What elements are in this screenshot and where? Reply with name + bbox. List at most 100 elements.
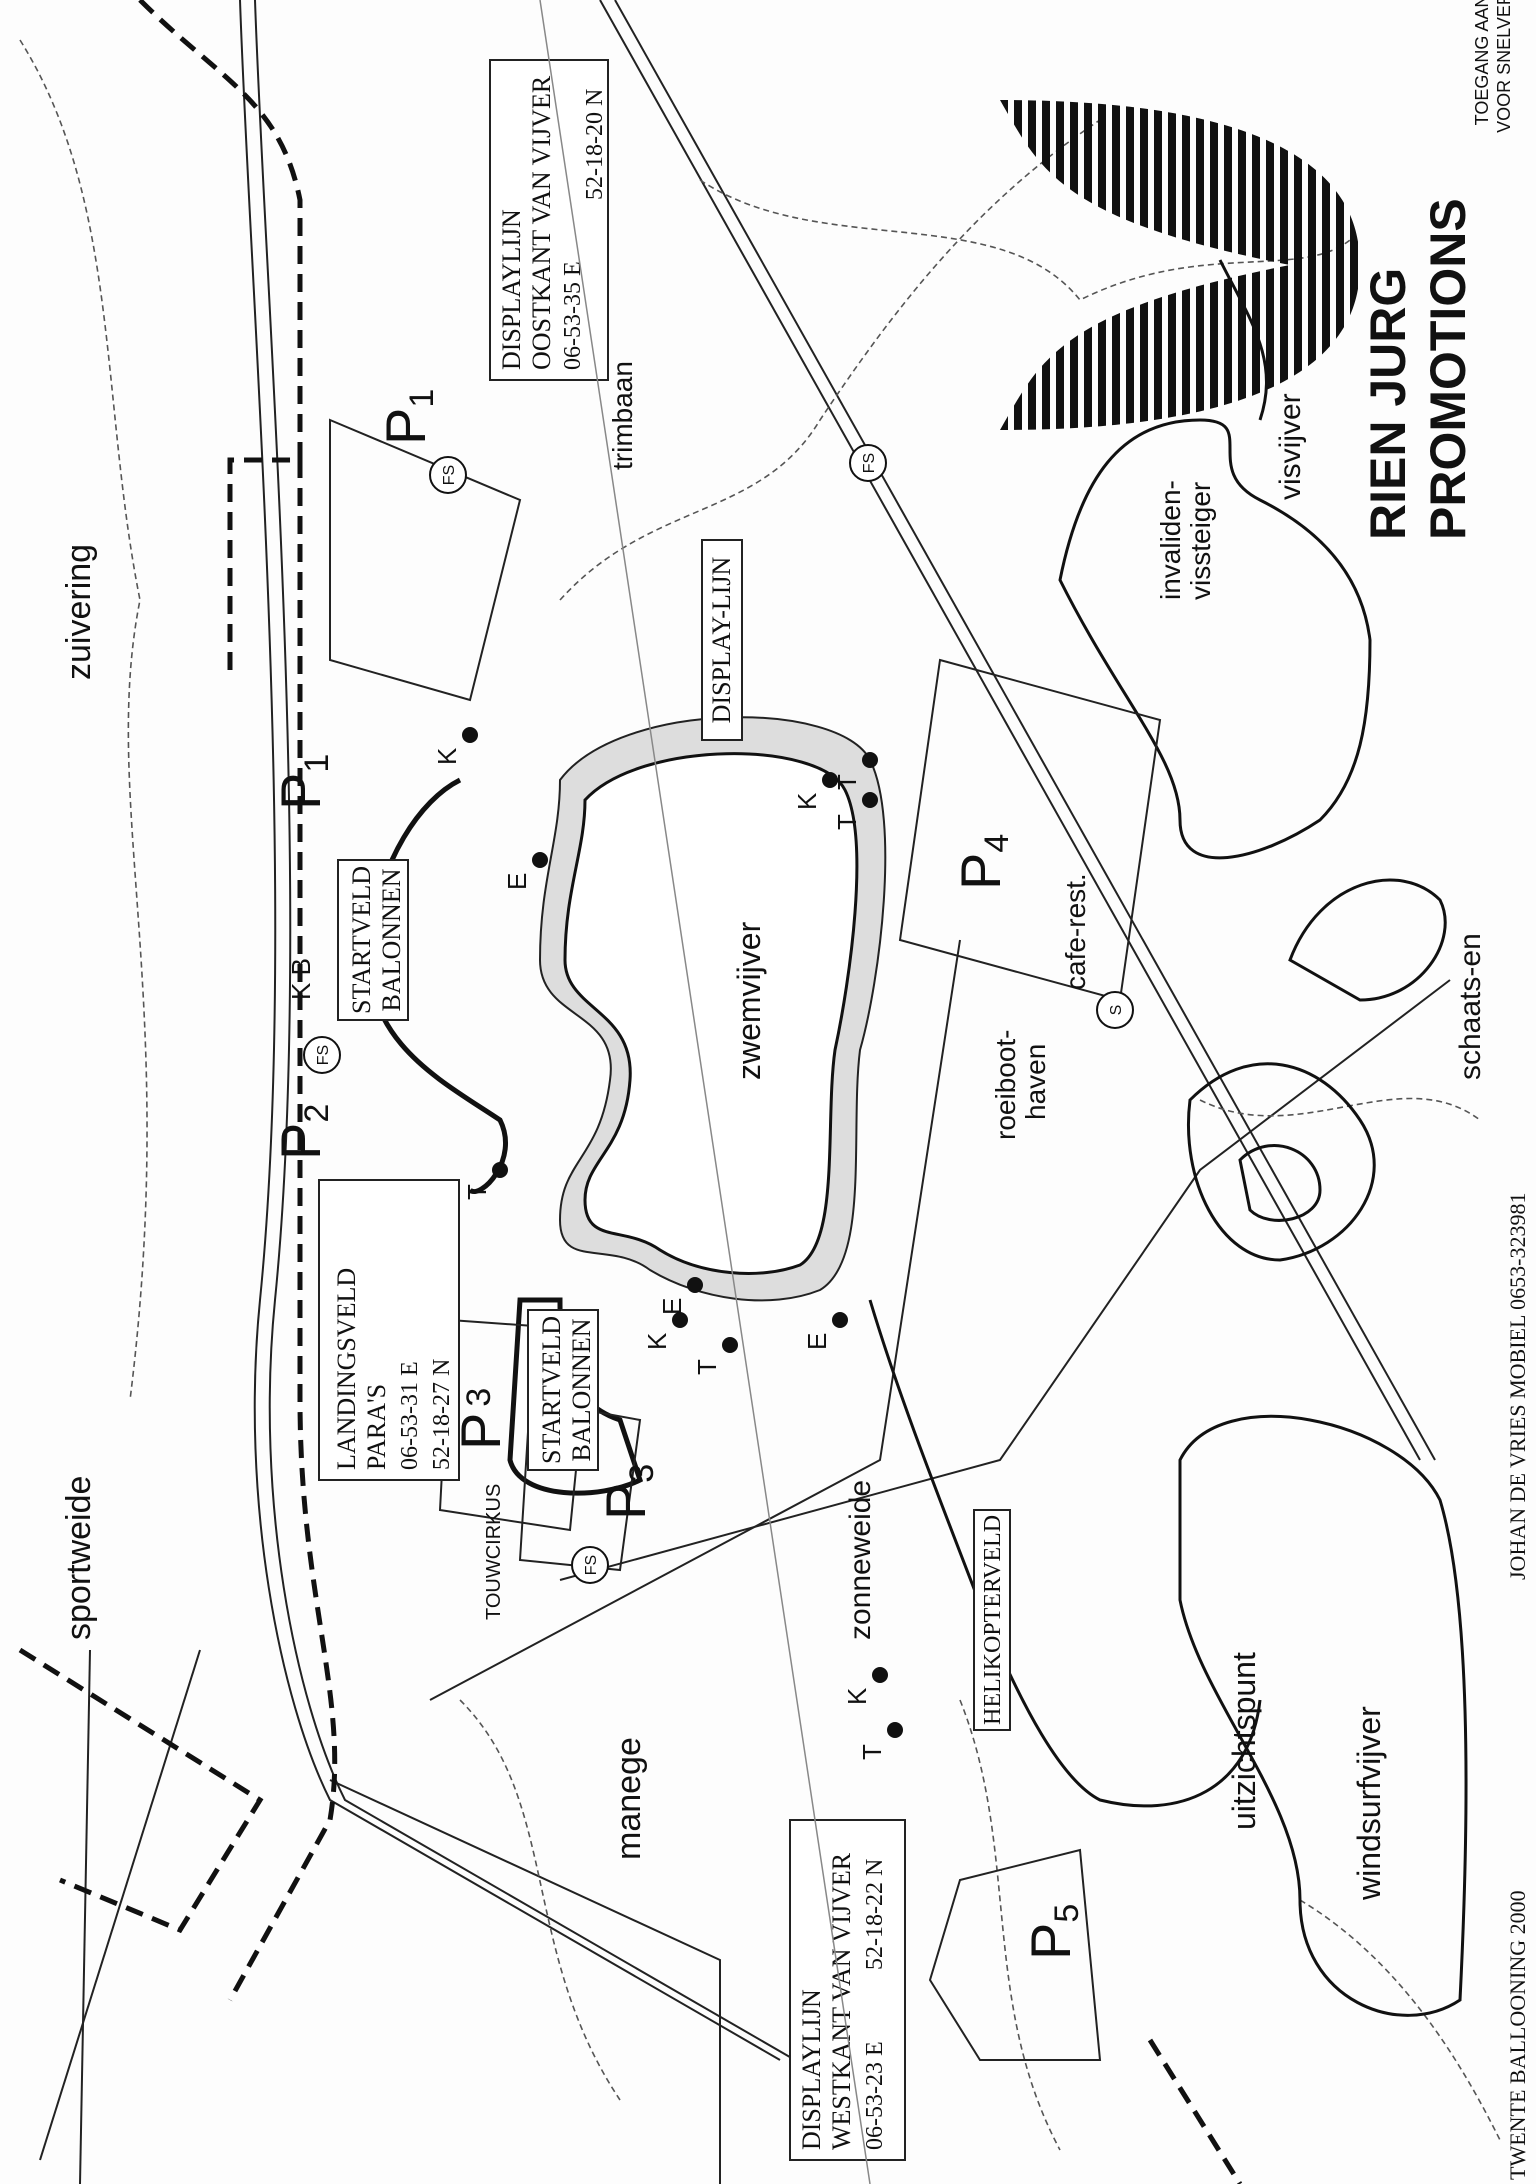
box-landingsveld: LANDINGSVELD PARA'S 06-53-31 E 52-18-27 …	[318, 1179, 460, 1481]
logo-stripe	[1182, 100, 1190, 430]
label-kb: K B	[286, 958, 316, 1000]
helikopterveld-text: HELIKOPTERVELD	[980, 1515, 1006, 1725]
display-line	[539, 0, 871, 2184]
label-manege: manege	[610, 1737, 648, 1860]
logo-stripe	[1224, 100, 1232, 430]
fs-marker: FS	[303, 1036, 341, 1074]
fs-markers: FS FS FS FS S	[303, 444, 1134, 1584]
startveld-line-1: STARTVELD	[537, 1316, 566, 1464]
logo-line-1: RIEN JURG	[1360, 268, 1416, 540]
roeiboot-line-1: roeiboot-	[990, 1029, 1021, 1140]
landingsveld-line-3: 06-53-31 E	[397, 1361, 423, 1470]
marker-letter: T	[692, 1359, 722, 1375]
logo-stripe	[1322, 100, 1330, 430]
label-roeiboothaven: roeiboot- haven	[990, 1029, 1051, 1140]
logo-text: RIEN JURG PROMOTIONS	[1360, 198, 1476, 540]
logo-line-2: PROMOTIONS	[1420, 198, 1476, 540]
parking-p5: P5	[1019, 1904, 1086, 1960]
marker-dot	[832, 1312, 848, 1328]
invaliden-line-1: invaliden-	[1155, 480, 1186, 600]
landingsveld-line-1: LANDINGSVELD	[332, 1268, 361, 1470]
display-west-line-3: 52-18-22 N	[862, 1859, 888, 1970]
marker-dot	[532, 852, 548, 868]
marker-dot	[862, 792, 878, 808]
s-text: S	[1108, 1005, 1125, 1016]
fs-marker: FS	[849, 444, 887, 482]
label-zwemvijver: zwemvijver	[731, 921, 767, 1080]
parking-p4: P4	[949, 834, 1016, 890]
marker-letter: K	[842, 1687, 872, 1705]
marker-dot	[887, 1722, 903, 1738]
logo-stripe	[1000, 100, 1008, 430]
zwemvijver-pond	[538, 716, 887, 1302]
label-zonneweide: zonneweide	[844, 1480, 877, 1640]
balloon-logo	[1000, 100, 1358, 430]
logo-stripe	[1280, 100, 1288, 430]
logo-stripe	[1028, 100, 1036, 430]
label-sportweide: sportweide	[60, 1476, 98, 1640]
label-zuivering: zuivering	[60, 544, 98, 680]
access-line-1: TOEGANG AAN	[1472, 0, 1492, 125]
footer-left: TWENTE BALLOONING 2000	[1505, 1890, 1530, 2180]
logo-stripe	[1112, 100, 1120, 430]
display-west-line-2: WESTKANT VAN VIJVER	[827, 1852, 856, 2150]
marker-dot	[672, 1312, 688, 1328]
logo-stripe	[1238, 100, 1246, 430]
label-uitzichtspunt: uitzichtspunt	[1226, 1652, 1262, 1830]
box-helikopterveld: HELIKOPTERVELD	[973, 1509, 1011, 1731]
marker-dot	[822, 772, 838, 788]
logo-stripe	[1168, 100, 1176, 430]
landingsveld-line-2: PARA'S	[362, 1384, 391, 1470]
label-windsurfvijver: windsurfvijver	[1351, 1706, 1387, 1901]
marker-dot	[862, 752, 878, 768]
display-oost-line-3: 52-18-20 N	[582, 89, 608, 200]
fs-marker: FS	[571, 1546, 609, 1584]
fs-text: FS	[583, 1555, 600, 1575]
roads	[39, 0, 1451, 2184]
display-oost-line-1: DISPLAYLIJN	[497, 209, 526, 370]
marker-letter: K	[642, 1332, 672, 1350]
marker-letter: E	[802, 1333, 832, 1350]
marker-dot	[687, 1277, 703, 1293]
marker-letter: E	[502, 873, 532, 890]
label-cafe-rest: cafe-rest.	[1060, 873, 1091, 990]
parking-p1a: P1	[269, 754, 336, 810]
logo-stripe	[1294, 100, 1302, 430]
roeiboot-line-2: haven	[1020, 1044, 1051, 1120]
access-note: TOEGANG AAN VOOR SNELVERI	[1472, 0, 1514, 133]
fs-text: FS	[441, 465, 458, 485]
fs-marker: FS	[429, 456, 467, 494]
display-oost-line-2: OOSTKANT VAN VIJVER	[527, 75, 556, 370]
logo-stripe	[1098, 100, 1106, 430]
marker-letter: T	[462, 1184, 492, 1200]
logo-stripe	[1154, 100, 1162, 430]
startveld-line-2: BALONNEN	[377, 868, 406, 1011]
logo-stripe	[1252, 100, 1260, 430]
box-display-oost: DISPLAYLIJN OOSTKANT VAN VIJVER 06-53-35…	[489, 59, 609, 381]
marker-letter: T	[832, 774, 862, 790]
marker-dot	[462, 727, 478, 743]
display-west-line-4: 06-53-23 E	[862, 2041, 888, 2150]
parking-p3b: P3	[594, 1464, 661, 1520]
label-touwcirkus: TOUWCIRKUS	[483, 1484, 505, 1620]
startveld-line-2: BALONNEN	[567, 1318, 596, 1461]
marker-dot	[872, 1667, 888, 1683]
box-display-lijn: DISPLAY-LIJN	[701, 539, 743, 741]
marker-letter: T	[832, 814, 862, 830]
access-line-2: VOOR SNELVERI	[1494, 0, 1514, 133]
fs-text: FS	[315, 1045, 332, 1065]
logo-stripe	[1070, 100, 1078, 430]
landingsveld-line-4: 52-18-27 N	[429, 1359, 455, 1470]
marker-dot	[492, 1162, 508, 1178]
logo-stripe	[1042, 100, 1050, 430]
box-startveld-1: STARTVELD BALONNEN	[337, 859, 409, 1021]
footer-right: JOHAN DE VRIES MOBIEL 0653-323981	[1505, 1193, 1530, 1580]
parking-p2: P2	[269, 1104, 336, 1160]
startveld-line-1: STARTVELD	[347, 866, 376, 1014]
label-trimbaan: trimbaan	[607, 361, 638, 470]
logo-stripe	[1014, 100, 1022, 430]
marker-dot	[722, 1337, 738, 1353]
display-west-line-1: DISPLAYLIJN	[797, 1989, 826, 2150]
